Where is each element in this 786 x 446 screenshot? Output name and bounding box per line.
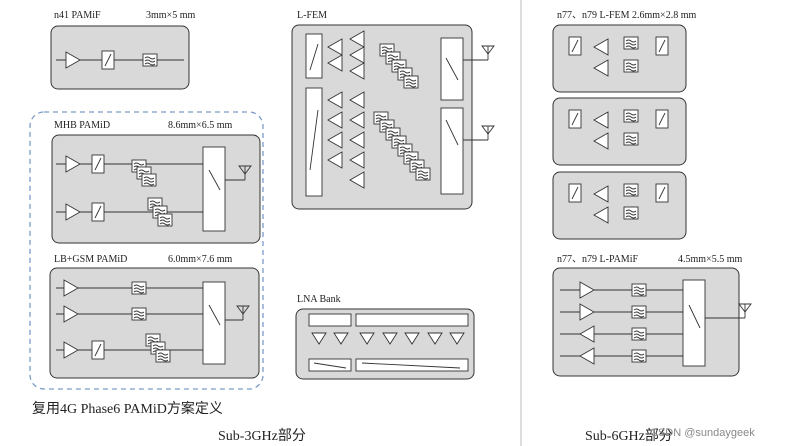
- watermark: CSDN @sundaygeek: [650, 427, 755, 439]
- switch-icon: [568, 36, 582, 56]
- filter-icon: [131, 307, 147, 321]
- switch-icon: [655, 109, 669, 129]
- switch-icon: [101, 50, 115, 70]
- lb-gsm-pamid-module: LB+GSM PAMiD 6.0mm×7.6 mm: [49, 254, 260, 379]
- filter-icon: [131, 281, 147, 295]
- filter-icon: [141, 173, 157, 187]
- antenna-icon: [738, 303, 752, 319]
- filter-icon: [403, 75, 419, 89]
- filter-icon: [623, 59, 639, 73]
- filter-icon: [631, 349, 647, 363]
- module-title: LB+GSM PAMiD: [54, 254, 127, 265]
- filter-icon: [415, 167, 431, 181]
- l-fem-module: L-FEM: [291, 10, 495, 210]
- filter-icon: [157, 213, 173, 227]
- switch-icon: [655, 36, 669, 56]
- sub6-caption: Sub-6GHz部分: [585, 428, 673, 444]
- filter-icon: [631, 283, 647, 297]
- lna-bank-module: LNA Bank: [295, 294, 475, 380]
- switch-icon: [91, 154, 105, 174]
- reuse-group-border: [29, 111, 264, 390]
- module-title: n77、n79 L-PAMiF: [557, 254, 638, 265]
- switch-icon: [568, 183, 582, 203]
- module-title: LNA Bank: [297, 294, 341, 305]
- reuse-caption: 复用4G Phase6 PAMiD方案定义: [32, 400, 223, 417]
- module-title: n41 PAMiF: [54, 10, 101, 21]
- module-size: 6.0mm×7.6 mm: [168, 254, 232, 265]
- filter-icon: [155, 349, 171, 363]
- antenna-icon: [481, 125, 495, 141]
- antenna-switch: [440, 107, 464, 195]
- filter-icon: [142, 53, 158, 67]
- mhb-pamid-module: MHB PAMiD 8.6mm×6.5 mm: [51, 120, 261, 244]
- switch-icon: [655, 183, 669, 203]
- filter-icon: [623, 36, 639, 50]
- filter-icon: [631, 305, 647, 319]
- n77-n79-lfem-module: n77、n79 L-FEM 2.6mm×2.8 mm: [552, 10, 696, 240]
- module-title: MHB PAMiD: [54, 120, 110, 131]
- filter-icon: [623, 132, 639, 146]
- antenna-switch: [202, 146, 226, 232]
- antenna-switch: [202, 281, 226, 365]
- filter-icon: [631, 327, 647, 341]
- antenna-switch: [682, 279, 706, 367]
- n77-n79-lpamif-module: n77、n79 L-PAMiF 4.5mm×5.5 mm: [552, 254, 752, 377]
- sub3-caption: Sub-3GHz部分: [218, 428, 306, 444]
- module-title: n77、n79 L-FEM 2.6mm×2.8 mm: [557, 10, 696, 21]
- filter-icon: [623, 109, 639, 123]
- switch-icon: [91, 340, 105, 360]
- module-title: L-FEM: [297, 10, 327, 21]
- module-size: 4.5mm×5.5 mm: [678, 254, 742, 265]
- switch-icon: [568, 109, 582, 129]
- module-size: 3mm×5 mm: [146, 10, 195, 21]
- filter-icon: [623, 183, 639, 197]
- module-size: 8.6mm×6.5 mm: [168, 120, 232, 131]
- switch-icon: [91, 202, 105, 222]
- n41-pamif-module: n41 PAMiF 3mm×5 mm: [50, 10, 195, 90]
- antenna-icon: [481, 45, 495, 61]
- filter-icon: [623, 206, 639, 220]
